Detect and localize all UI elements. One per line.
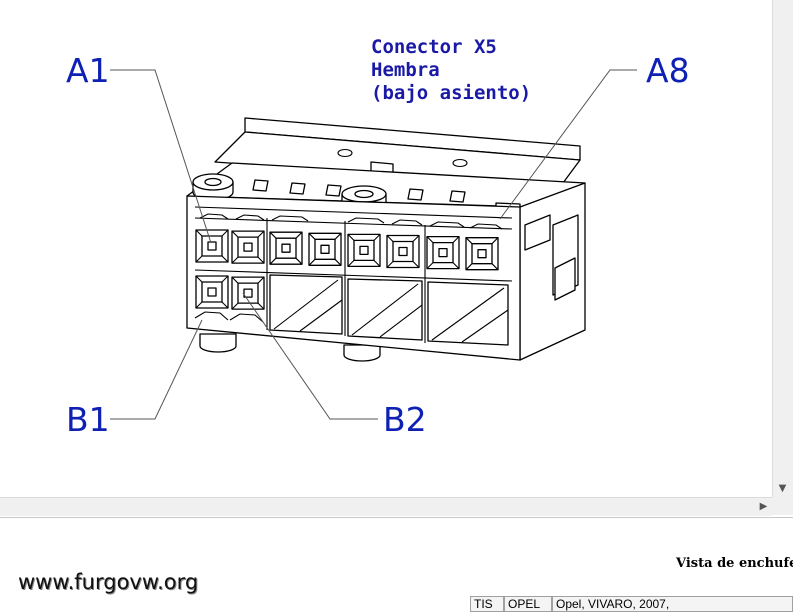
scrollbar-corner [772, 497, 793, 515]
watermark-text: www.furgovw.org [18, 570, 199, 594]
horizontal-scrollbar[interactable] [0, 497, 772, 516]
pin-row-a [195, 229, 499, 271]
status-bar: TIS OPEL Opel, VIVARO, 2007, [470, 596, 793, 612]
pin-cavity-a4 [308, 232, 342, 266]
pin-cavity-b2 [231, 276, 265, 310]
pin-cavity-b1 [195, 275, 229, 309]
pin-label-b2: B2 [383, 400, 427, 439]
connector-diagram: A1 A8 B1 B2 Conector X5 Hembra (bajo asi… [66, 36, 690, 439]
pin-cavity-a1 [195, 229, 229, 263]
diagram-viewer: A1 A8 B1 B2 Conector X5 Hembra (bajo asi… [0, 36, 793, 518]
connector-side-face [519, 182, 586, 361]
pin-cavity-a7 [426, 235, 460, 270]
leader-lines [110, 69, 637, 420]
scroll-right-arrow-icon[interactable]: ▶ [755, 499, 772, 515]
pin-row-b [195, 275, 265, 310]
mounting-boss-left [192, 173, 234, 201]
scroll-down-arrow-icon[interactable]: ▼ [774, 481, 791, 497]
status-cell-system: TIS [470, 596, 504, 612]
pin-cavity-a5 [347, 233, 381, 268]
pin-cavity-a2 [231, 230, 265, 264]
pin-cavity-a8 [465, 237, 499, 271]
connector-title-line-2: Hembra [371, 59, 440, 81]
vertical-scrollbar[interactable] [772, 0, 793, 497]
pin-label-a8: A8 [646, 51, 690, 90]
connector-title-line-1: Conector X5 [371, 36, 497, 58]
view-label: Vista de enchufes [676, 556, 793, 571]
empty-cavities [194, 274, 509, 346]
pin-label-b1: B1 [66, 400, 110, 439]
connector-title-line-3: (bajo asiento) [371, 82, 531, 104]
connector-feet [199, 333, 381, 362]
status-cell-vehicle: Opel, VIVARO, 2007, [552, 596, 793, 612]
pin-cavity-a6 [386, 234, 420, 269]
pin-label-a1: A1 [66, 51, 110, 90]
pin-cavity-a3 [269, 231, 303, 265]
status-cell-brand: OPEL [504, 596, 552, 612]
